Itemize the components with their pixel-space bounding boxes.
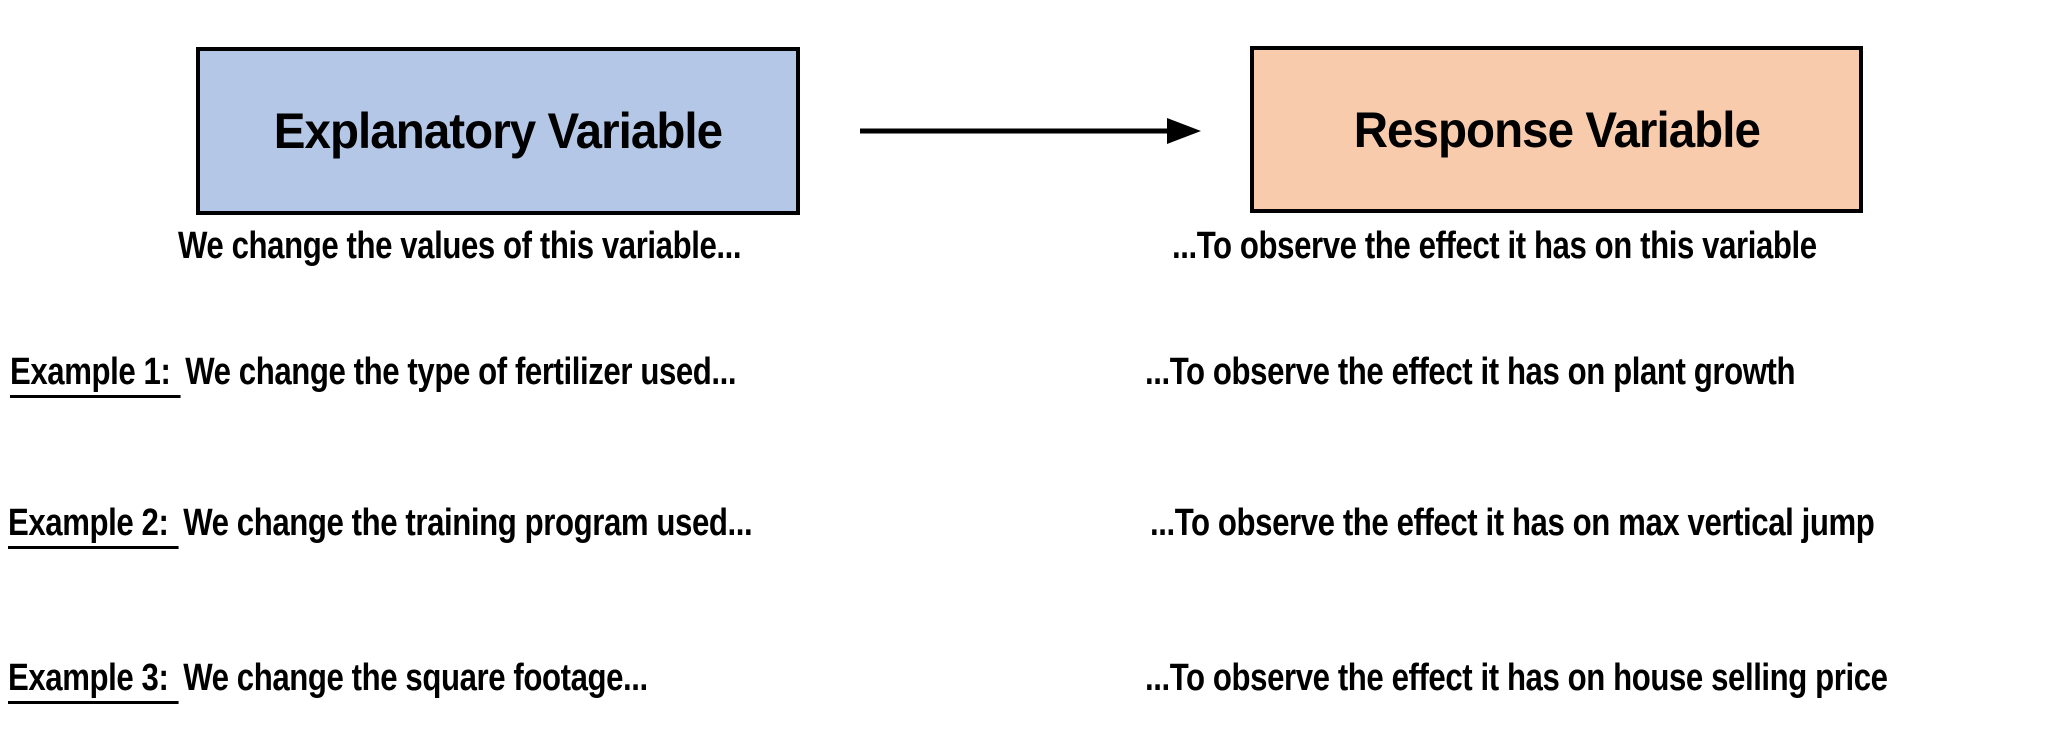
example-3-left-text: We change the square footage...: [183, 657, 648, 699]
response-variable-label: Response Variable: [1353, 101, 1760, 158]
example-2-label: Example 2:: [8, 502, 179, 549]
example-2-left-text: We change the training program used...: [183, 502, 753, 544]
explanatory-caption: We change the values of this variable...: [178, 225, 742, 267]
example-1-left: Example 1:We change the type of fertiliz…: [10, 350, 737, 398]
example-1-left-text: We change the type of fertilizer used...: [185, 351, 737, 393]
example-3-label: Example 3:: [8, 657, 179, 704]
example-1-right: ...To observe the effect it has on plant…: [1145, 351, 1796, 393]
example-2-left: Example 2:We change the training program…: [8, 501, 753, 549]
example-3-right: ...To observe the effect it has on house…: [1145, 657, 1888, 699]
explanatory-variable-box: Explanatory Variable: [196, 47, 800, 215]
response-caption: ...To observe the effect it has on this …: [1172, 225, 1817, 267]
example-3-left: Example 3:We change the square footage..…: [8, 656, 648, 704]
example-2-right: ...To observe the effect it has on max v…: [1150, 502, 1875, 544]
example-1-label: Example 1:: [10, 351, 181, 398]
right-arrow-icon: [860, 118, 1201, 144]
explanatory-variable-label: Explanatory Variable: [273, 103, 723, 159]
response-variable-box: Response Variable: [1250, 46, 1863, 213]
